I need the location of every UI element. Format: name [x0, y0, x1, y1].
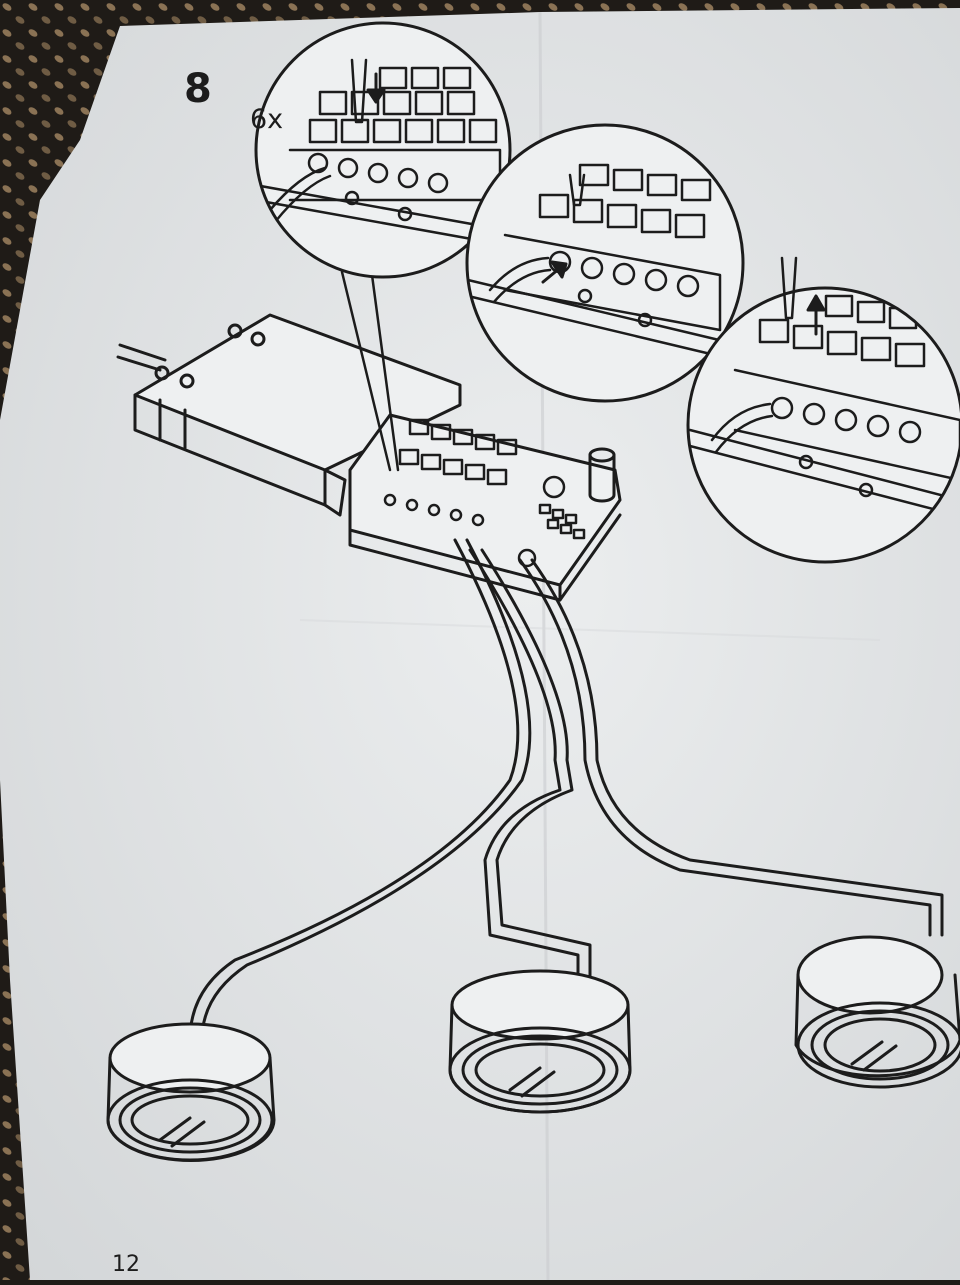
detail-callout-press — [254, 21, 512, 279]
cable-icon — [116, 343, 167, 372]
push-arrow-icon — [366, 72, 386, 104]
push-arrow-icon — [541, 260, 568, 284]
detail-callout-insert — [465, 123, 745, 403]
puck-light-icon — [448, 969, 632, 1114]
puck-light-icon — [794, 935, 960, 1089]
page-number: 12 — [112, 1252, 140, 1277]
step-number: 8 — [184, 66, 212, 112]
puck-light-icon — [106, 1022, 276, 1162]
line-art — [106, 21, 960, 1162]
screwdriver-icon — [350, 58, 368, 124]
light-cables — [188, 538, 944, 1042]
screwdriver-icon — [780, 256, 798, 320]
pull-arrow-icon — [806, 294, 826, 336]
quantity-label: 6x — [250, 104, 284, 135]
